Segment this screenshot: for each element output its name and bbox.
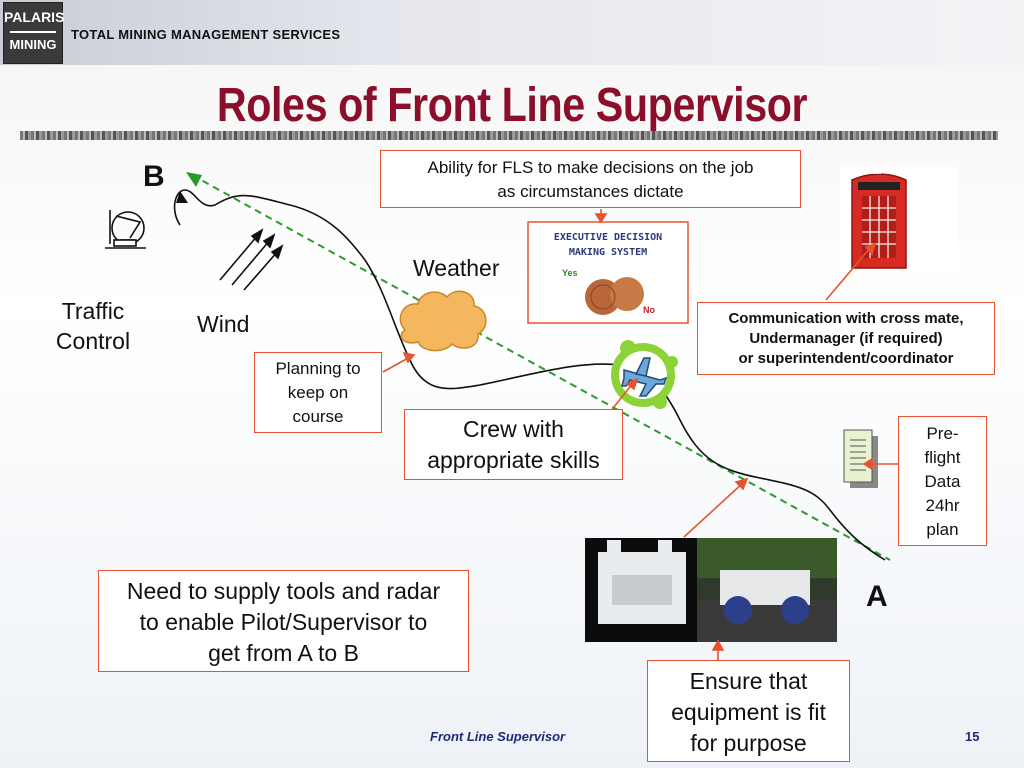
flight-path (173, 189, 886, 561)
decision-yes: Yes (562, 268, 578, 278)
wind-label: Wind (197, 311, 250, 337)
slide-title: Roles of Front Line Supervisor (216, 79, 808, 132)
telephone-box-image (840, 167, 958, 272)
decisions-callout: Ability for FLS to make decisions on the… (380, 150, 801, 208)
palaris-logo: PALARIS MINING (3, 2, 65, 64)
radar-tower-icon (105, 210, 146, 249)
page-number: 15 (965, 729, 980, 744)
tools-callout: Need to supply tools and radar to enable… (98, 570, 469, 672)
direct-route-line (191, 174, 891, 561)
decision-making-image (527, 221, 689, 324)
decision-image-title: EXECUTIVE DECISION MAKING SYSTEM (553, 232, 663, 258)
weather-label: Weather (413, 255, 500, 281)
planning-callout: Planning to keep on course (254, 352, 382, 433)
equipment-callout: Ensure that equipment is fit for purpose (647, 660, 850, 762)
callout-arrows (382, 209, 898, 660)
logo-line2: MINING (9, 37, 57, 52)
title-divider (20, 131, 998, 140)
document-icon (843, 429, 878, 488)
header-band (0, 0, 1024, 65)
crew-callout: Crew with appropriate skills (404, 409, 623, 480)
logo-line1: PALARIS (4, 9, 65, 25)
point-a-label: A (866, 580, 888, 613)
mining-equipment-photos (585, 538, 837, 642)
weather-cloud-icon (399, 290, 487, 352)
telephone-sign: TELEPHONE (864, 170, 902, 176)
preflight-callout: Pre- flight Data 24hr plan (898, 416, 987, 546)
communication-callout: Communication with cross mate, Undermana… (697, 302, 995, 375)
footer-label: Front Line Supervisor (430, 729, 566, 744)
traffic-control-label: Traffic Control (55, 298, 131, 354)
company-name: TOTAL MINING MANAGEMENT SERVICES (71, 27, 341, 42)
point-b-label: B (143, 160, 165, 193)
wind-arrows-icon (219, 228, 284, 291)
decision-no: No (643, 305, 655, 315)
